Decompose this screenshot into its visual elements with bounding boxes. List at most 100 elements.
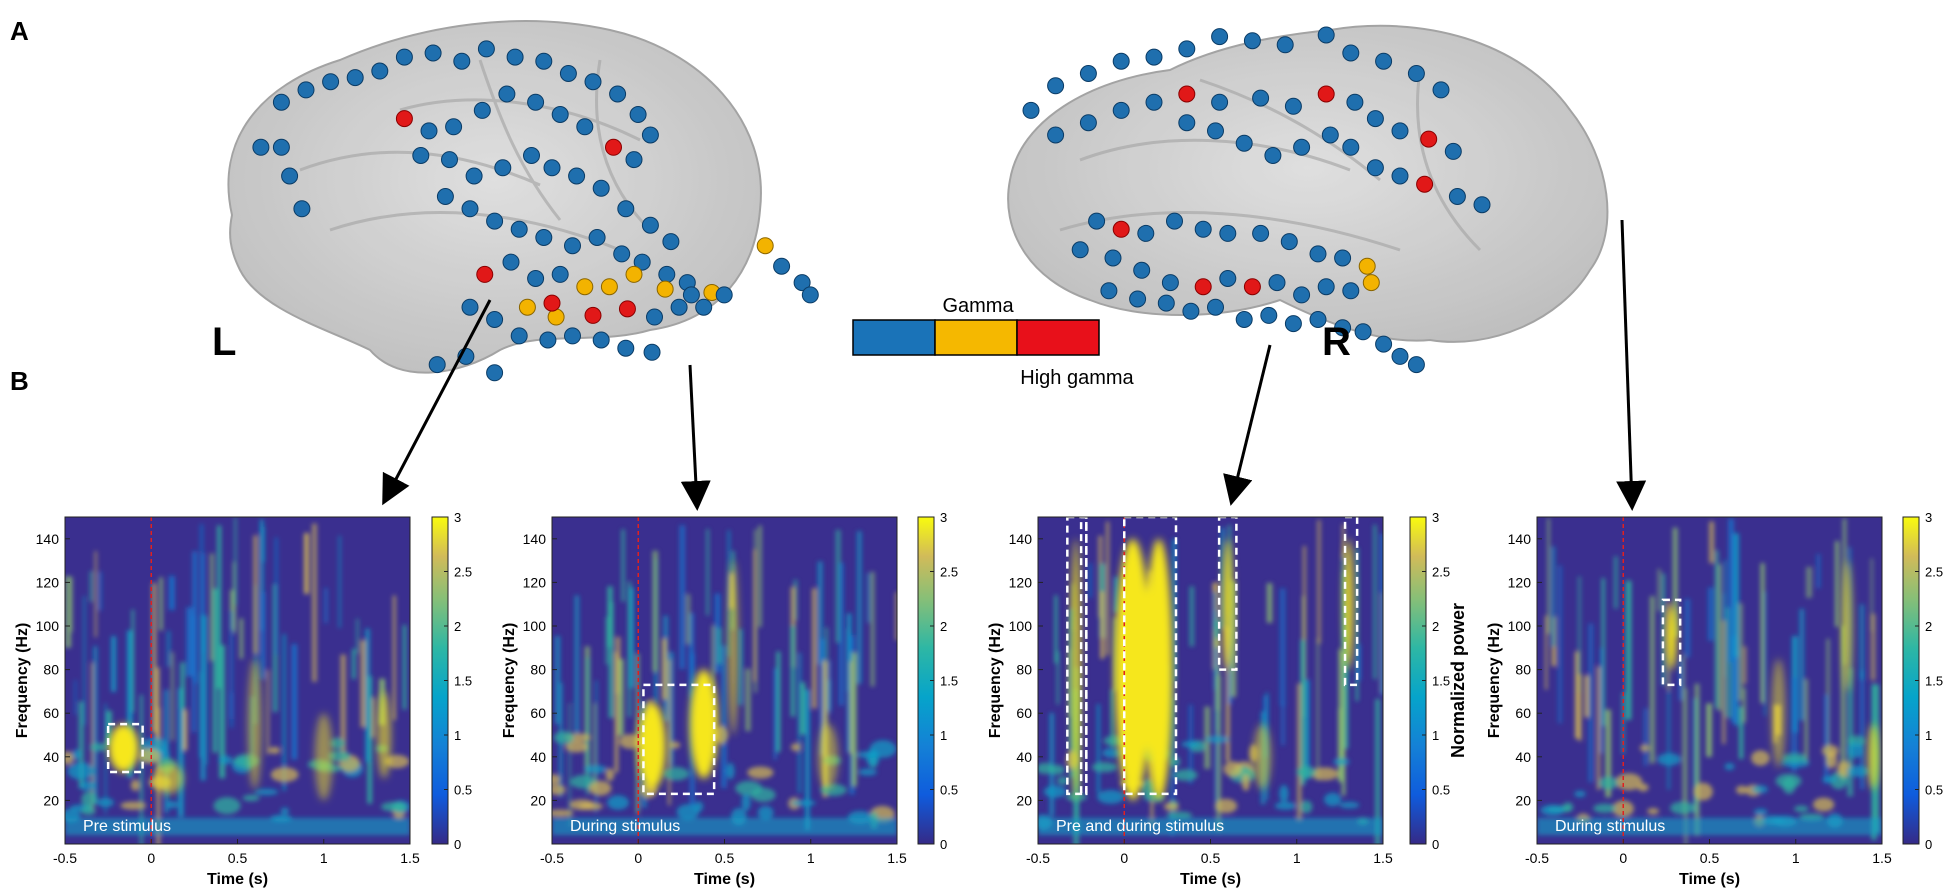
- spectrogram-blob: [1279, 784, 1289, 803]
- left-electrode-gamma: [412, 147, 430, 164]
- right-electrode-gamma: [1145, 93, 1163, 111]
- spectrogram-streak: [356, 618, 359, 654]
- spectrogram-streak: [1097, 704, 1100, 794]
- spectrogram-streak: [291, 644, 297, 760]
- spectrogram-blob: [1562, 802, 1574, 812]
- spectrogram-streak: [1826, 638, 1830, 767]
- spectrogram-streak: [234, 517, 237, 606]
- spectrogram-streak: [790, 625, 796, 717]
- right-electrode-gamma: [1112, 101, 1130, 119]
- right-electrode-gamma: [1207, 298, 1224, 316]
- spectrogram-streak: [217, 525, 222, 689]
- spectrogram-streak: [1841, 625, 1846, 782]
- spectrogram-streak: [155, 667, 160, 755]
- spectrogram-streak: [1791, 677, 1798, 772]
- spectrogram-background: [1038, 517, 1383, 844]
- spectrogram-streak: [127, 630, 133, 778]
- left-electrode-gamma: [322, 73, 340, 91]
- spectrogram-streak: [1722, 620, 1726, 744]
- spectrogram-streak: [1263, 695, 1268, 758]
- spectrogram-streak: [1728, 518, 1734, 663]
- spectrogram-blob: [268, 746, 281, 754]
- spectrogram-blob: [1693, 782, 1713, 801]
- right-electrode-high-gamma: [1416, 175, 1434, 193]
- right-electrode-gamma: [1182, 302, 1200, 320]
- spectrogram-blob: [552, 774, 561, 785]
- right-electrode-gamma: [1317, 278, 1335, 296]
- spectrogram-streak: [90, 662, 94, 812]
- spectrogram-streak: [275, 537, 278, 656]
- y-tick-label: 140: [1009, 531, 1033, 547]
- left-electrode-gamma: [424, 44, 442, 62]
- spectrogram-streak: [98, 571, 102, 611]
- x-tick-label: 0.5: [228, 850, 248, 866]
- spectrogram-blob: [1163, 802, 1179, 811]
- spectrogram-streak: [131, 609, 135, 713]
- spectrogram-streak: [1373, 524, 1377, 680]
- spectrogram-blob: [81, 791, 97, 808]
- spectrogram-streak: [574, 595, 580, 735]
- spectrogram-streak: [1816, 554, 1821, 589]
- spectrogram-blob: [662, 766, 690, 781]
- spectrogram-streak: [93, 646, 98, 804]
- right-electrode-gamma: [1104, 249, 1122, 267]
- left-electrode-gamma: [486, 212, 504, 230]
- y-axis-label: Frequency (Hz): [14, 623, 31, 739]
- spectrogram-streak: [595, 680, 598, 813]
- spectrogram-streak: [585, 657, 590, 795]
- x-tick-label: 1.5: [1872, 850, 1892, 866]
- spectrogram-blob: [1847, 742, 1864, 758]
- spectrogram-streak: [1682, 654, 1685, 815]
- left-electrode-gamma: [420, 122, 438, 140]
- spectrogram-streak: [1281, 703, 1285, 746]
- spectrogram-streak: [686, 594, 691, 645]
- highlight-box: [1066, 515, 1088, 796]
- right-electrode-gamma: [1178, 40, 1196, 58]
- right-electrode-gamma: [1137, 224, 1155, 242]
- right-electrode-gamma: [1145, 48, 1163, 66]
- right-electrode-gamma: [1432, 81, 1450, 99]
- spectrogram-streak: [159, 577, 163, 631]
- spectrogram-hotspot: [1771, 658, 1786, 768]
- spectrogram-streak: [758, 525, 762, 628]
- spectrogram-blob: [750, 787, 776, 802]
- spectrogram-streak: [605, 616, 609, 665]
- spectrogram-streak: [1379, 533, 1383, 696]
- spectrogram-streak: [753, 549, 756, 682]
- left-electrode-gamma: [609, 85, 627, 103]
- spectrogram-blob: [97, 797, 114, 808]
- spectrogram-streak: [186, 607, 193, 677]
- spectrogram-streak: [1305, 679, 1310, 780]
- spectrogram-streak: [83, 596, 86, 726]
- left-electrode-gamma: [568, 167, 586, 185]
- spectrogram-streak: [636, 653, 640, 814]
- spectrogram-streak: [627, 581, 632, 718]
- spectrogram-streak: [1171, 697, 1175, 757]
- spectrogram-streak: [1588, 623, 1594, 783]
- spectrogram-streak: [166, 630, 171, 667]
- spectrogram-streak: [1723, 560, 1726, 677]
- spectrogram-streak: [1172, 538, 1176, 681]
- colorbar-tick-label: 0.5: [454, 783, 472, 798]
- right-electrode-gamma: [1235, 311, 1253, 328]
- spectrogram-streak: [1657, 568, 1661, 612]
- left-electrode-gamma: [510, 220, 528, 238]
- right-electrode-gamma: [1342, 282, 1360, 300]
- x-tick-label: 1.5: [400, 850, 420, 866]
- x-tick-label: 1: [1293, 850, 1301, 866]
- right-electrode-gamma: [1260, 306, 1278, 324]
- spectrogram-streak: [402, 624, 407, 710]
- spectrogram-hotspot: [1666, 604, 1677, 670]
- spectrogram-streak: [1110, 689, 1114, 747]
- left-electrode-gamma: [498, 85, 516, 103]
- spectrogram-blob: [1038, 762, 1055, 775]
- spectrogram-streak: [1056, 651, 1059, 705]
- left-electrode-gamma: [535, 229, 553, 246]
- spectrogram-streak: [171, 652, 174, 741]
- spectrogram-streak: [820, 638, 825, 756]
- left-hemisphere-brain: [227, 20, 819, 382]
- spectrogram-streak: [1613, 556, 1618, 609]
- spectrogram-streak: [1644, 708, 1648, 766]
- y-tick-label: 140: [523, 531, 547, 547]
